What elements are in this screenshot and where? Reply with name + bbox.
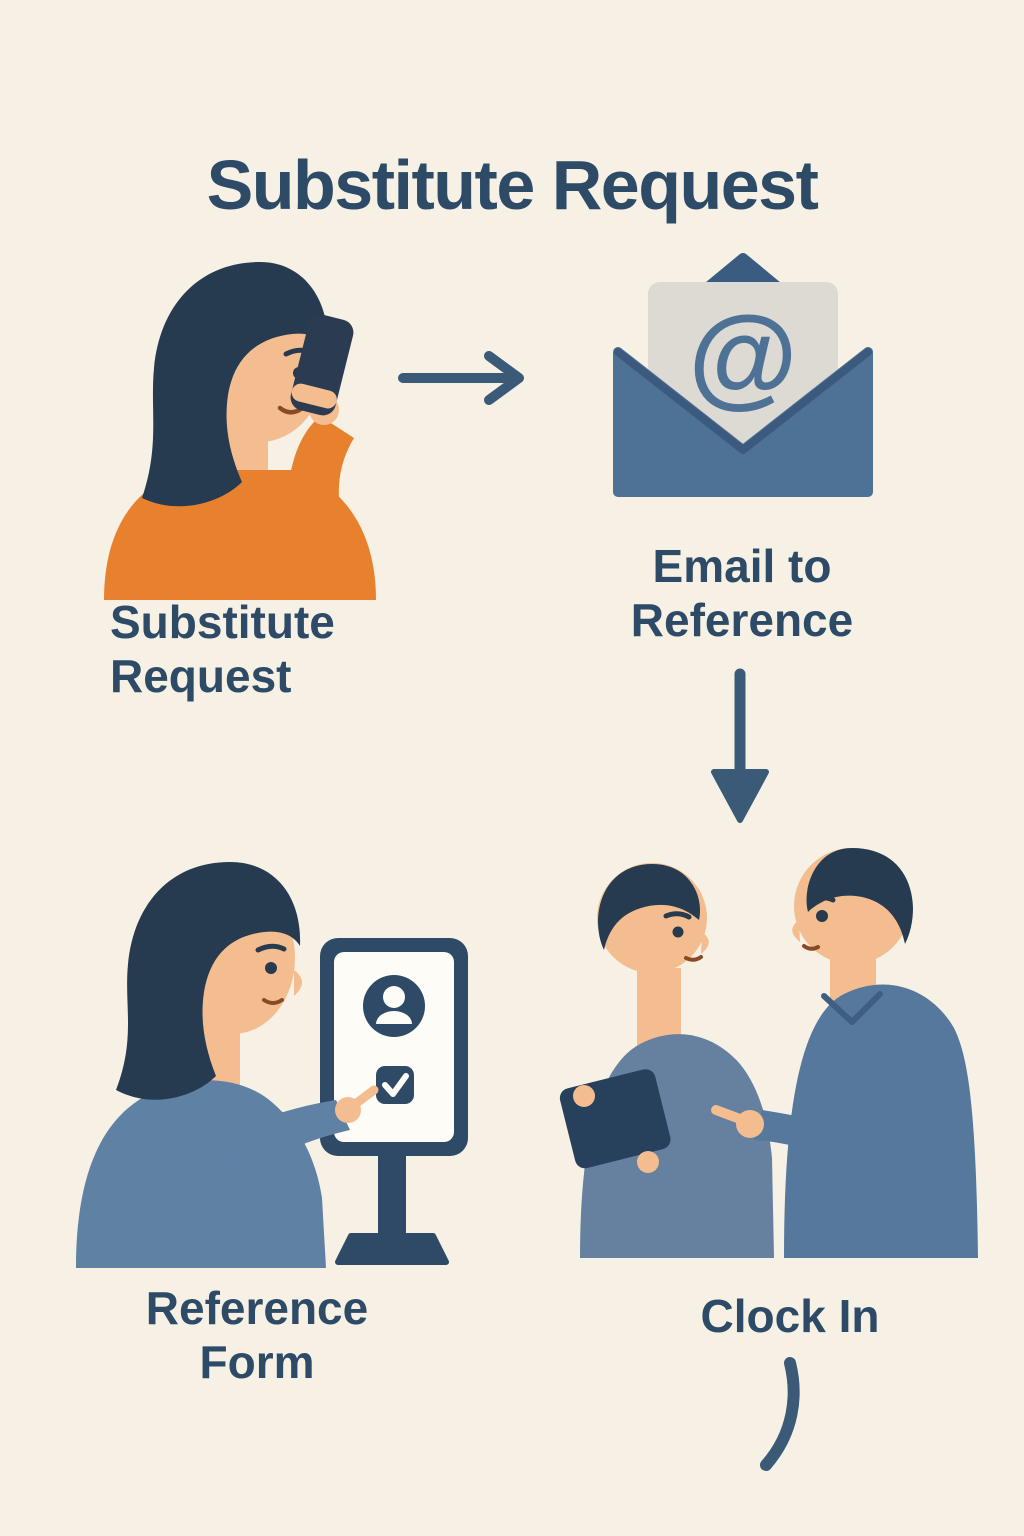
step-label-substitute-request: Substitute Request bbox=[110, 596, 335, 702]
page-title: Substitute Request bbox=[206, 145, 819, 224]
at-symbol: @ bbox=[688, 293, 797, 418]
step-label-reference-form: Reference Form bbox=[145, 1282, 369, 1388]
man-right-figure bbox=[711, 848, 978, 1258]
phone-icon bbox=[290, 314, 354, 416]
letter-paper bbox=[648, 282, 838, 444]
two-men-tablet-illustration bbox=[559, 848, 978, 1258]
checkbox-icon bbox=[376, 1066, 414, 1104]
reference-kiosk-illustration bbox=[76, 862, 468, 1268]
man-left-figure bbox=[576, 863, 774, 1258]
left-hand bbox=[573, 1085, 595, 1107]
step-label-clock-in: Clock In bbox=[700, 1290, 880, 1342]
arrow-right-icon bbox=[398, 351, 524, 405]
open-envelope-icon: @ bbox=[613, 253, 873, 497]
envelope-fold-lines bbox=[614, 348, 872, 454]
right-hand bbox=[637, 1151, 659, 1173]
arm-with-phone bbox=[288, 314, 354, 498]
arrow-down-icon bbox=[711, 668, 769, 823]
step-label-email-to-reference: Email to Reference bbox=[630, 540, 854, 646]
woman-figure bbox=[76, 862, 379, 1268]
curved-arrow-icon bbox=[760, 1357, 800, 1471]
avatar-icon bbox=[363, 975, 425, 1037]
woman-on-phone-illustration bbox=[104, 262, 376, 600]
